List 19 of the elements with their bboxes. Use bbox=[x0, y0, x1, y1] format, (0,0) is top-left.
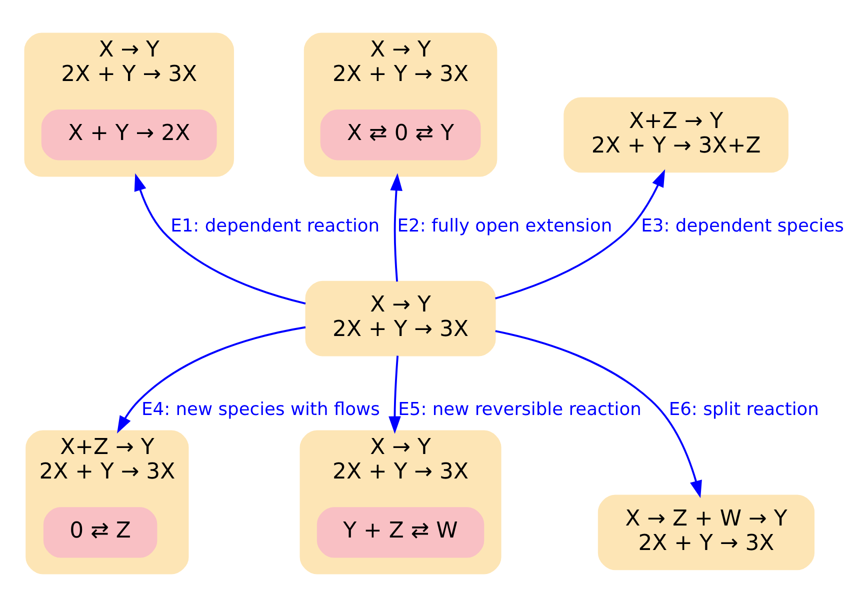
edge-label: E3: dependent species bbox=[641, 215, 844, 236]
arrow bbox=[117, 326, 306, 434]
node-box: Y + Z ⇄ W bbox=[316, 507, 484, 558]
arrow bbox=[494, 169, 666, 300]
edge-label: E6: split reaction bbox=[668, 399, 819, 420]
edge-label: E5: new reversible reaction bbox=[398, 399, 642, 420]
node-box: X + Y → 2X bbox=[41, 110, 217, 160]
edge-label: E2: fully open extension bbox=[397, 215, 612, 236]
arrow bbox=[390, 173, 402, 282]
node-box: X → Z + W → Y 2X + Y → 3X bbox=[598, 494, 815, 570]
node-box: 0 ⇄ Z bbox=[43, 507, 158, 558]
node-box: X → Y 2X + Y → 3X bbox=[305, 280, 496, 356]
arrow bbox=[388, 356, 401, 434]
edge-label: E1: dependent reaction bbox=[170, 215, 380, 236]
arrow bbox=[495, 330, 702, 498]
arrow bbox=[134, 173, 306, 304]
node-box: X+Z → Y 2X + Y → 3X+Z bbox=[564, 97, 788, 173]
edge-label: E4: new species with flows bbox=[142, 399, 380, 420]
node-box: X ⇄ 0 ⇄ Y bbox=[320, 110, 481, 160]
